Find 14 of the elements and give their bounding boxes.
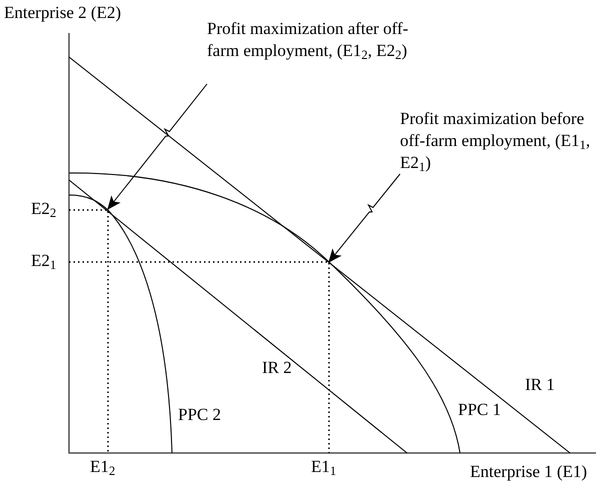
axis-label: E2$_{2}$	[31, 199, 56, 219]
axis-label: PPC 1	[458, 400, 501, 420]
axis-label: IR 1	[525, 375, 555, 395]
callout-text: Profit maximization before off-farm employment, (E1$_{1}$, E2$_{1}$)	[400, 108, 592, 174]
axis-label: Enterprise 1 (E1)	[470, 462, 588, 482]
leader-line	[328, 174, 400, 263]
leader-line	[107, 84, 208, 210]
axis-label: Enterprise 2 (E2)	[4, 3, 122, 23]
axis-label: E2$_{1}$	[31, 251, 56, 271]
axis-label: E1$_{1}$	[311, 457, 336, 477]
callout-text: Profit maximization after off-farm employment, (E1$_{2}$, E2$_{2}$)	[207, 18, 410, 62]
axis-label: PPC 2	[178, 405, 221, 425]
axis-label: E1$_{2}$	[90, 457, 116, 477]
axis-label: IR 2	[262, 358, 292, 378]
